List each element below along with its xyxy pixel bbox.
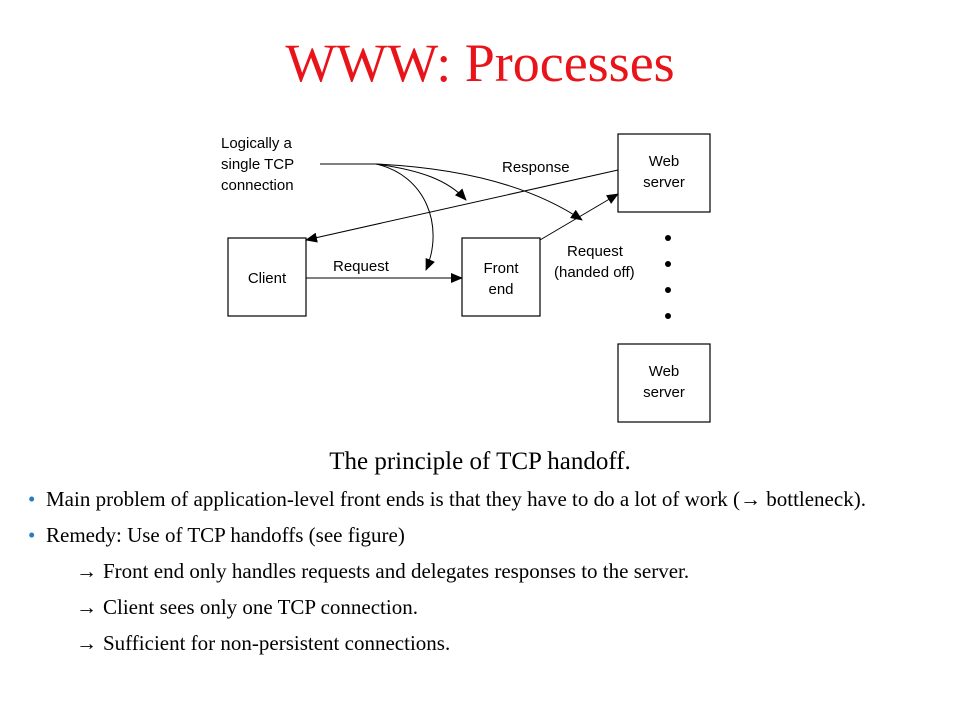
sub-item-text: Client sees only one TCP connection.: [103, 595, 418, 619]
sub-item: →Front end only handles requests and del…: [28, 558, 928, 584]
logical-arrow-to-server: [375, 163, 583, 221]
handoff-arrow: [539, 193, 619, 241]
bullet-text-end: bottleneck).: [760, 487, 866, 511]
arrow-icon: →: [76, 559, 97, 583]
web-server-bottom-label-line1: Web: [649, 363, 680, 380]
ellipsis-dot: [665, 235, 671, 241]
bullet-marker: •: [28, 487, 36, 511]
bullet-text: Remedy: Use of TCP handoffs (see figure): [46, 523, 405, 547]
logical-arrow-to-middle: [375, 163, 467, 201]
logical-connection-label-line3: connection: [221, 177, 294, 194]
handoff-label-line2: (handed off): [554, 264, 635, 281]
response-arrow: [305, 169, 619, 243]
bullet-marker: •: [28, 523, 36, 547]
web-server-top-label-line1: Web: [649, 153, 680, 170]
sub-item-text: Sufficient for non-persistent connection…: [103, 631, 451, 655]
ellipsis-dot: [665, 313, 671, 319]
client-label: Client: [248, 270, 287, 287]
arrow-icon: →: [76, 595, 97, 619]
front-end-label-line1: Front: [483, 260, 519, 277]
bullet-item: • Remedy: Use of TCP handoffs (see figur…: [28, 522, 928, 548]
front-end-label-line2: end: [488, 281, 513, 298]
web-server-top-label-line2: server: [643, 174, 685, 191]
arrow-icon: →: [76, 631, 97, 655]
figure-caption: The principle of TCP handoff.: [329, 448, 631, 475]
ellipsis-dot: [665, 287, 671, 293]
sub-item: →Sufficient for non-persistent connectio…: [28, 630, 928, 656]
sub-item-text: Front end only handles requests and dele…: [103, 559, 690, 583]
tcp-handoff-diagram: Client Front end Web server Web server L…: [221, 133, 711, 423]
sub-item: →Client sees only one TCP connection.: [28, 594, 928, 620]
web-server-bottom-box: [617, 343, 711, 423]
bullet-list: • Main problem of application-level fron…: [28, 486, 928, 666]
bullet-item: • Main problem of application-level fron…: [28, 486, 928, 512]
logical-connection-label-line1: Logically a: [221, 135, 293, 152]
web-server-bottom-label-line2: server: [643, 384, 685, 401]
slide-title: WWW: Processes: [285, 33, 675, 93]
request-label: Request: [333, 258, 390, 275]
client-box: [227, 237, 307, 317]
ellipsis-dot: [665, 261, 671, 267]
response-label: Response: [502, 159, 570, 176]
bullet-text: Main problem of application-level front …: [46, 487, 740, 511]
logical-connection-label-line2: single TCP: [221, 156, 294, 173]
front-end-box: [461, 237, 541, 317]
arrow-icon: →: [739, 487, 761, 511]
handoff-label-line1: Request: [567, 243, 624, 260]
logical-arrow-to-front-end: [375, 163, 435, 271]
web-server-top-box: [617, 133, 711, 213]
